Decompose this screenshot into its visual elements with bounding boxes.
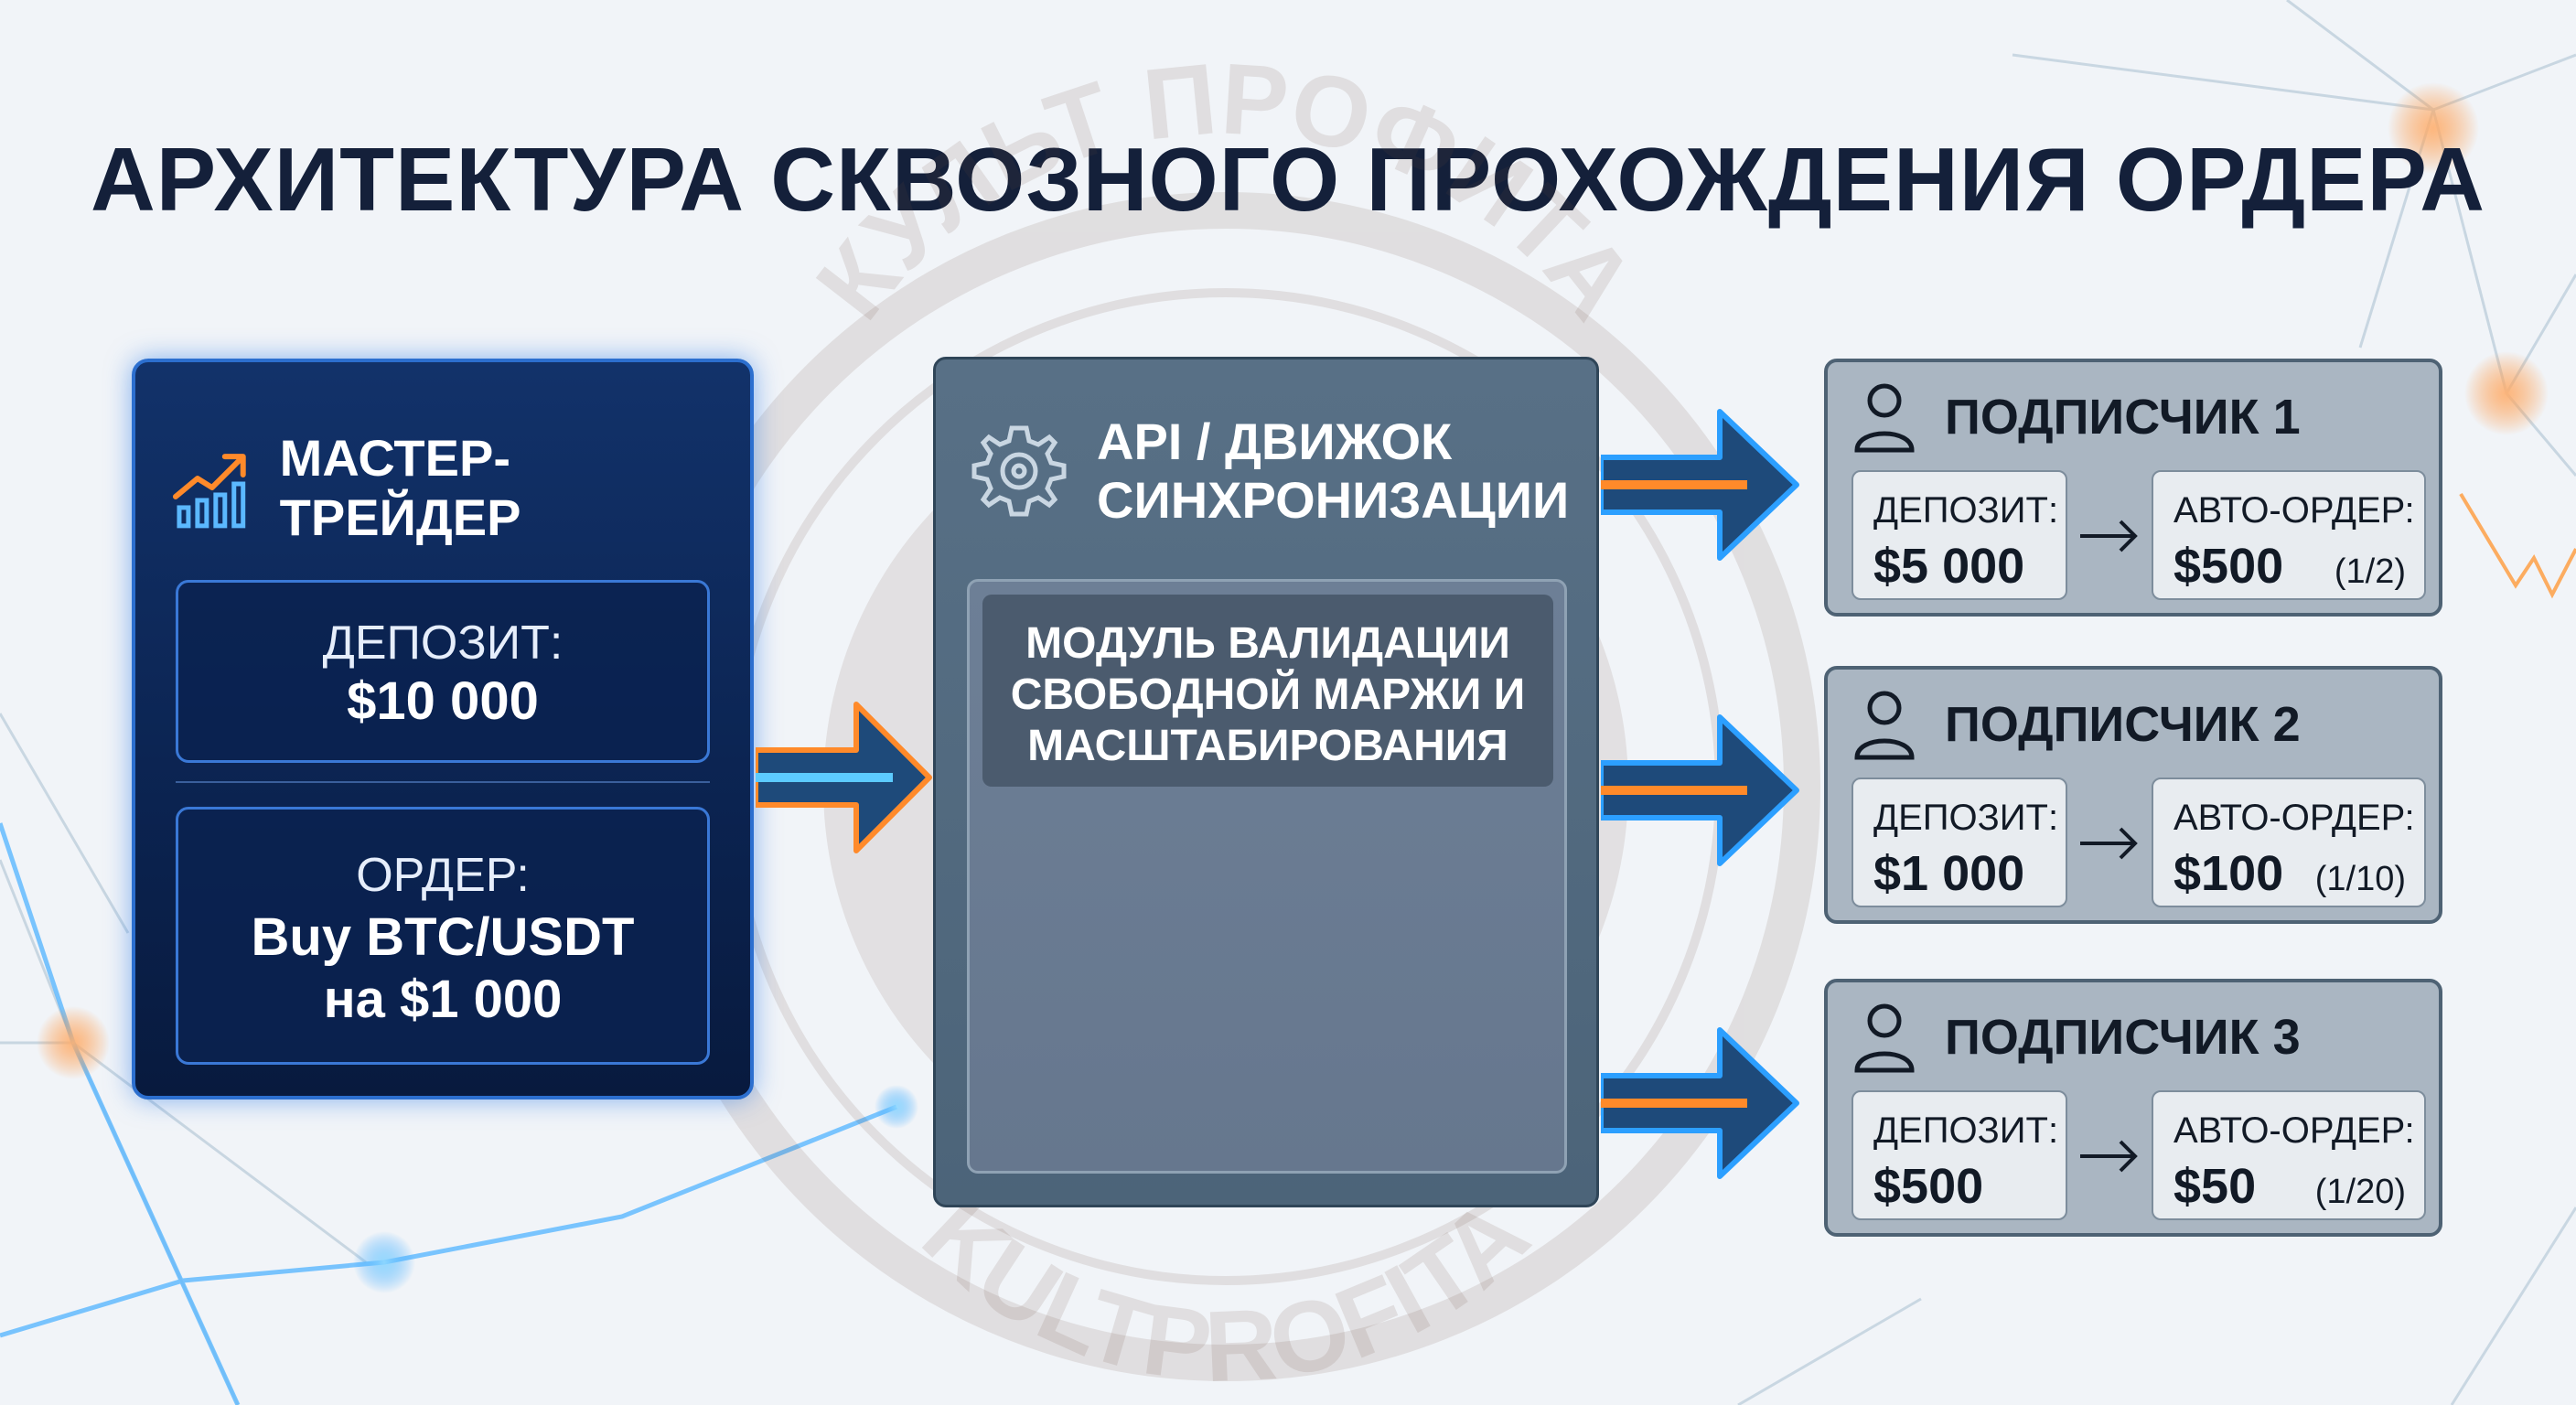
deposit-value: $5 000 bbox=[1873, 539, 2025, 594]
auto-order-label: АВТО-ОРДЕР: bbox=[2174, 490, 2415, 531]
subscriber-header: ПОДПИСЧИК 1 bbox=[1852, 381, 2301, 454]
auto-order-ratio: (1/20) bbox=[2314, 1173, 2406, 1211]
arrow-right-icon bbox=[2080, 1140, 2138, 1173]
subscriber-card-1: ПОДПИСЧИК 1 ДЕПОЗИТ: $5 000 АВТО-ОРДЕР: … bbox=[1824, 359, 2442, 617]
deposit-label: ДЕПОЗИТ: bbox=[1873, 490, 2059, 531]
master-order-box: ОРДЕР: Buy BTC/USDT на $1 000 bbox=[176, 807, 710, 1065]
auto-order-ratio: (1/10) bbox=[2314, 860, 2406, 898]
auto-order-value: $500 bbox=[2174, 539, 2284, 594]
watermark-top-text: КУЛЬТ ПРОФИТА bbox=[795, 42, 1657, 339]
subscriber-card-2: ПОДПИСЧИК 2 ДЕПОЗИТ: $1 000 АВТО-ОРДЕР: … bbox=[1824, 666, 2442, 924]
gear-icon bbox=[971, 425, 1067, 517]
user-icon bbox=[1854, 691, 1915, 760]
auto-order-value: $50 bbox=[2174, 1159, 2257, 1214]
auto-order-ratio: (1/2) bbox=[2334, 552, 2406, 591]
deposit-label: ДЕПОЗИТ: bbox=[1873, 1110, 2059, 1151]
user-icon bbox=[1854, 1003, 1915, 1073]
auto-order-value: $100 bbox=[2174, 846, 2284, 901]
flow-arrow-sub2 bbox=[1601, 714, 1799, 866]
subscriber-order-cell: АВТО-ОРДЕР: $500 (1/2) bbox=[2152, 470, 2426, 600]
arrow-right-icon bbox=[2080, 827, 2138, 860]
deposit-label: ДЕПОЗИТ: bbox=[1873, 798, 2059, 838]
engine-title-line2: СИНХРОНИЗАЦИИ bbox=[1097, 471, 1570, 529]
master-trader-panel: МАСТЕР-ТРЕЙДЕР ДЕПОЗИТ: $10 000 ОРДЕР: B… bbox=[132, 359, 754, 1099]
chart-growth-icon bbox=[172, 454, 246, 529]
deposit-value: $1 000 bbox=[1873, 846, 2025, 901]
auto-order-label: АВТО-ОРДЕР: bbox=[2174, 1110, 2415, 1151]
svg-text:КУЛЬТ ПРОФИТА: КУЛЬТ ПРОФИТА bbox=[795, 42, 1657, 339]
master-header: МАСТЕР-ТРЕЙДЕР bbox=[168, 428, 750, 547]
engine-inner-panel: МОДУЛЬ ВАЛИДАЦИИ СВОБОДНОЙ МАРЖИ И МАСШТ… bbox=[967, 579, 1567, 1174]
validation-module: МОДУЛЬ ВАЛИДАЦИИ СВОБОДНОЙ МАРЖИ И МАСШТ… bbox=[982, 595, 1553, 787]
flow-arrow-sub1 bbox=[1601, 409, 1799, 561]
master-divider bbox=[176, 781, 710, 783]
flow-arrow-sub3 bbox=[1601, 1027, 1799, 1179]
arrow-right-icon bbox=[2080, 520, 2138, 552]
master-title: МАСТЕР-ТРЕЙДЕР bbox=[279, 429, 521, 546]
module-line2: СВОБОДНОЙ МАРЖИ И bbox=[1010, 670, 1526, 719]
master-order-line2: на $1 000 bbox=[323, 970, 563, 1029]
subscriber-deposit-cell: ДЕПОЗИТ: $5 000 bbox=[1852, 470, 2067, 600]
deposit-value: $500 bbox=[1873, 1159, 1984, 1214]
master-deposit-box: ДЕПОЗИТ: $10 000 bbox=[176, 580, 710, 763]
auto-order-label: АВТО-ОРДЕР: bbox=[2174, 798, 2415, 838]
flow-arrow-master bbox=[756, 702, 932, 853]
page-title: АРХИТЕКТУРА СКВОЗНОГО ПРОХОЖДЕНИЯ ОРДЕРА bbox=[90, 129, 2486, 230]
engine-title: API / ДВИЖОК СИНХРОНИЗАЦИИ bbox=[1097, 413, 1569, 530]
module-line3: МАСШТАБИРОВАНИЯ bbox=[1027, 722, 1508, 770]
master-deposit-value: $10 000 bbox=[347, 671, 539, 731]
subscriber-deposit-cell: ДЕПОЗИТ: $1 000 bbox=[1852, 778, 2067, 907]
subscriber-order-cell: АВТО-ОРДЕР: $100 (1/10) bbox=[2152, 778, 2426, 907]
subscriber-order-cell: АВТО-ОРДЕР: $50 (1/20) bbox=[2152, 1090, 2426, 1220]
price-line bbox=[2459, 492, 2576, 599]
subscriber-card-3: ПОДПИСЧИК 3 ДЕПОЗИТ: $500 АВТО-ОРДЕР: $5… bbox=[1824, 979, 2442, 1237]
subscriber-deposit-cell: ДЕПОЗИТ: $500 bbox=[1852, 1090, 2067, 1220]
master-order-line1: Buy BTC/USDT bbox=[251, 907, 635, 967]
subscriber-title: ПОДПИСЧИК 2 bbox=[1945, 697, 2301, 752]
subscriber-header: ПОДПИСЧИК 2 bbox=[1852, 688, 2301, 761]
sync-engine-panel: API / ДВИЖОК СИНХРОНИЗАЦИИ МОДУЛЬ ВАЛИДА… bbox=[933, 357, 1599, 1207]
master-order-label: ОРДЕР: bbox=[356, 849, 530, 902]
user-icon bbox=[1854, 383, 1915, 453]
watermark-bottom-text: KULTPROFITA bbox=[902, 1177, 1550, 1403]
subscriber-header: ПОДПИСЧИК 3 bbox=[1852, 1001, 2301, 1074]
engine-header: API / ДВИЖОК СИНХРОНИЗАЦИИ bbox=[969, 413, 1569, 530]
subscriber-title: ПОДПИСЧИК 3 bbox=[1945, 1010, 2301, 1065]
module-line1: МОДУЛЬ ВАЛИДАЦИИ bbox=[1025, 619, 1510, 668]
svg-text:KULTPROFITA: KULTPROFITA bbox=[902, 1177, 1550, 1403]
subscriber-title: ПОДПИСЧИК 1 bbox=[1945, 390, 2301, 445]
engine-title-line1: API / ДВИЖОК bbox=[1097, 413, 1453, 470]
master-deposit-label: ДЕПОЗИТ: bbox=[322, 617, 564, 670]
